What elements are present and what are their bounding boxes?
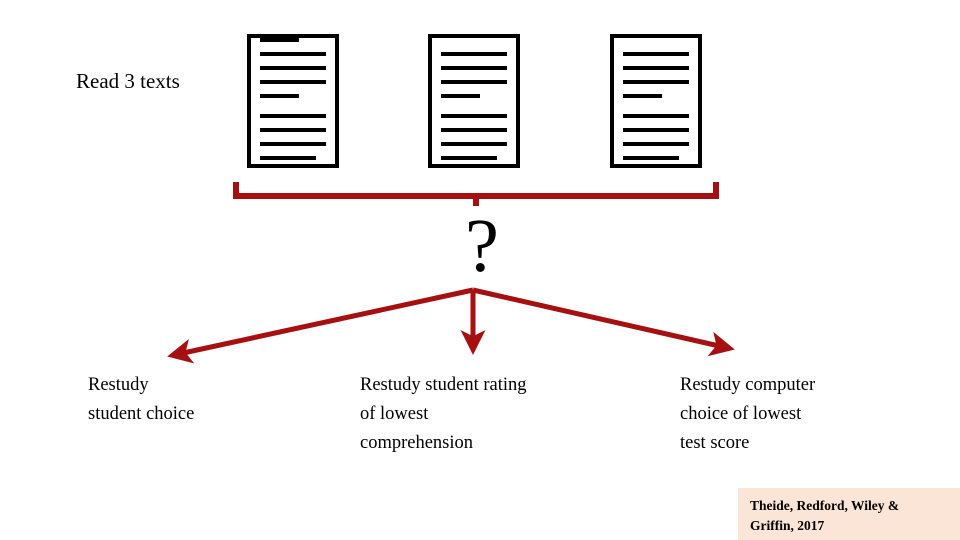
doc-line	[441, 142, 507, 146]
question-mark: ?	[465, 204, 499, 288]
decision-arrows	[140, 282, 760, 372]
doc-line	[441, 114, 507, 118]
document-icon-1	[247, 34, 339, 168]
bracket-path	[233, 182, 719, 199]
arrow-left	[167, 287, 474, 364]
doc-line	[260, 80, 326, 84]
doc-line	[260, 66, 326, 70]
doc-line	[623, 156, 679, 160]
doc-line	[441, 128, 507, 132]
option-label-student-choice: Restudy student choice	[88, 375, 195, 424]
document-icon-3	[610, 34, 702, 168]
doc-line	[623, 52, 689, 56]
doc-line	[260, 128, 326, 132]
read-texts-label: Read 3 texts	[76, 69, 180, 93]
doc-line	[441, 52, 507, 56]
doc-line	[260, 38, 299, 42]
citation-line-2: Griffin, 2017	[750, 518, 825, 533]
option-label-computer-choice: Restudy computer choice of lowest test s…	[680, 375, 816, 453]
doc-line	[260, 94, 299, 98]
doc-line	[441, 94, 480, 98]
doc-line	[260, 114, 326, 118]
doc-line	[260, 142, 326, 146]
citation-line-1: Theide, Redford, Wiley &	[750, 498, 900, 513]
doc-line	[623, 94, 662, 98]
doc-line	[623, 114, 689, 118]
document-lines-2	[432, 38, 516, 164]
doc-line	[623, 128, 689, 132]
doc-line	[260, 52, 326, 56]
doc-line	[260, 156, 316, 160]
doc-line	[441, 156, 497, 160]
doc-line	[441, 66, 507, 70]
doc-line	[623, 66, 689, 70]
doc-line	[623, 142, 689, 146]
doc-line	[623, 80, 689, 84]
document-lines-3	[614, 38, 698, 164]
arrow-right	[472, 287, 735, 357]
document-icon-2	[428, 34, 520, 168]
option-label-student-rating: Restudy student rating of lowest compreh…	[360, 375, 527, 453]
grouping-bracket	[228, 176, 728, 216]
citation-box: Theide, Redford, Wiley & Griffin, 2017	[738, 488, 960, 540]
document-lines-1	[251, 38, 335, 164]
doc-line	[441, 80, 507, 84]
